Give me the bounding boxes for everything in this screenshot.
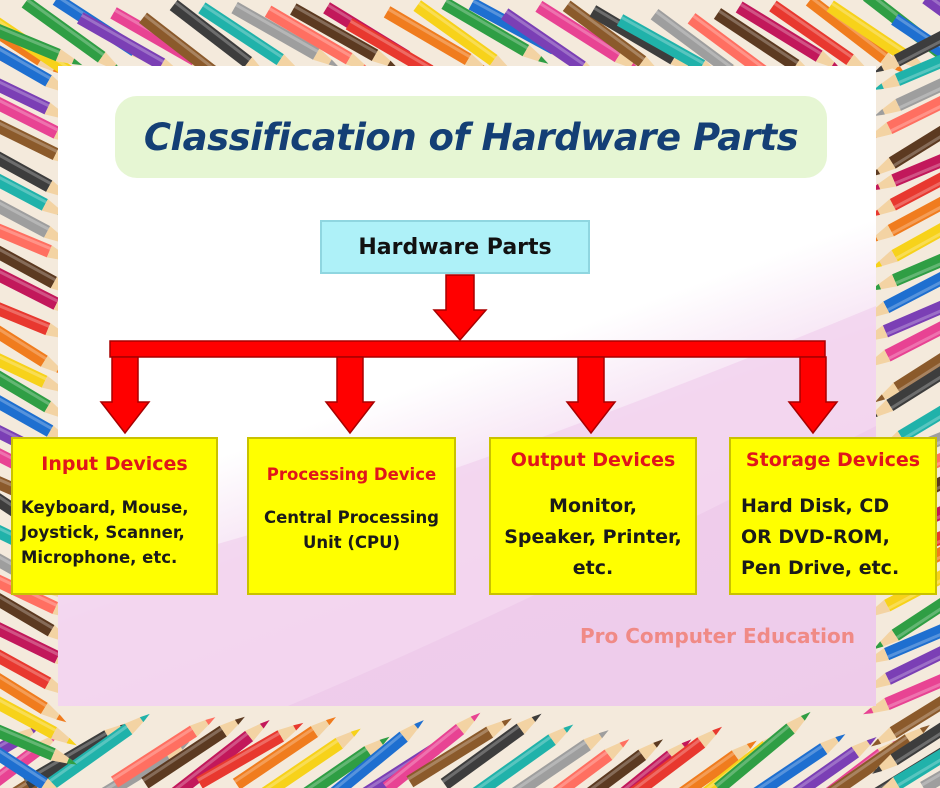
input-devices-title: Input Devices [41,453,188,475]
hardware-parts-box: Hardware Parts [320,220,590,274]
input-devices-examples: Keyboard, Mouse, Joystick, Scanner, Micr… [21,498,189,567]
processing-device-examples: Central Processing Unit (CPU) [264,508,439,552]
storage-devices-examples: Hard Disk, CD OR DVD-ROM, Pen Drive, etc… [741,495,900,579]
output-devices-examples: Monitor, Speaker, Printer, etc. [504,495,682,579]
background-swoosh [58,306,876,706]
hardware-parts-label: Hardware Parts [358,234,552,260]
storage-devices-box: Storage Devices Hard Disk, CD OR DVD-ROM… [729,437,937,595]
output-devices-title: Output Devices [510,449,676,471]
storage-devices-title: Storage Devices [745,449,921,471]
credit-text: Pro Computer Education [580,624,855,648]
input-devices-box: Input Devices Keyboard, Mouse, Joystick,… [11,437,218,595]
processing-device-title: Processing Device [266,465,437,484]
title-banner: Classification of Hardware Parts [115,96,827,178]
output-devices-box: Output Devices Monitor, Speaker, Printer… [489,437,697,595]
processing-device-box: Processing Device Central Processing Uni… [247,437,456,595]
page-title: Classification of Hardware Parts [143,115,799,159]
